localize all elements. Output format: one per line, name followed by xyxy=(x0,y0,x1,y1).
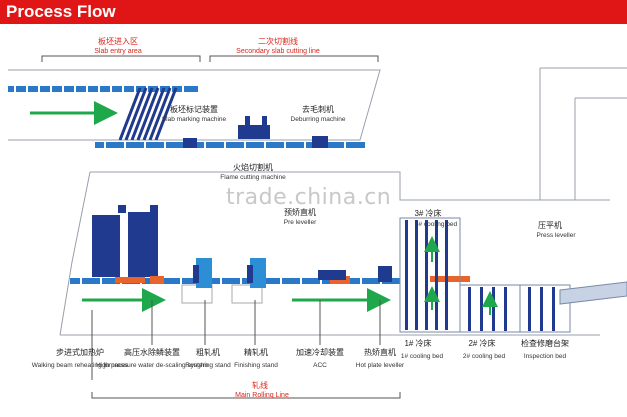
secondary-cutting-zh: 二次切割线 xyxy=(258,36,298,46)
page-title: Process Flow xyxy=(6,2,116,21)
slab-transfer-bars xyxy=(118,87,178,141)
inspection-en: Inspection bed xyxy=(524,353,567,360)
hotleveller-zh: 热矫直机 xyxy=(364,347,396,357)
watermark: trade.china.cn xyxy=(226,185,392,210)
cooling2-zh: 2# 冷床 xyxy=(468,338,495,348)
descaling-zh: 高压水除鳞装置 xyxy=(124,347,180,357)
text-labels: 板坯进入区 Slab entry area 二次切割线 Secondary sl… xyxy=(32,36,577,399)
finishing-zh: 精轧机 xyxy=(244,347,268,357)
secondary-cutting-en: Secondary slab cutting line xyxy=(236,48,320,55)
finishing-en: Finishing stand xyxy=(234,362,278,369)
main-rolling-en: Main Rolling Line xyxy=(235,392,289,399)
flame-en: Flame cutting machine xyxy=(220,174,286,181)
acc-en: ACC xyxy=(313,362,327,369)
furnace-en: Walking beam reheating furnaces xyxy=(32,362,129,369)
roughing-en: Roughing stand xyxy=(185,362,231,369)
cooling1-zh: 1# 冷床 xyxy=(404,338,431,348)
cooling-beds xyxy=(399,217,571,333)
press-en: Press leveller xyxy=(536,232,576,239)
deburring-zh: 去毛刺机 xyxy=(302,104,334,114)
press-zh: 压平机 xyxy=(538,220,562,230)
marking-zh: 板坯标记装置 xyxy=(170,104,218,114)
bottom-dimension-lines xyxy=(91,300,401,399)
preleveller-zh: 预矫直机 xyxy=(284,207,316,217)
furnace-zh: 步进式加热炉 xyxy=(56,347,104,357)
press-leveller-tail xyxy=(559,281,627,305)
inspection-zh: 检查修磨台架 xyxy=(521,338,569,348)
hotleveller-en: Hot plate leveller xyxy=(356,362,405,369)
roughing-zh: 粗轧机 xyxy=(196,347,220,357)
acc-zh: 加速冷却装置 xyxy=(296,347,344,357)
cooling3-en: 3# cooling bed xyxy=(415,221,458,228)
preleveller-en: Pre leveller xyxy=(284,219,317,226)
rolling-stands xyxy=(181,258,392,304)
flame-cutting-machine-shape xyxy=(183,116,328,148)
flame-zh: 火焰切割机 xyxy=(233,162,273,172)
slab-entry-en: Slab entry area xyxy=(94,48,142,55)
deburring-en: Deburring machine xyxy=(291,116,346,123)
walking-beam-furnaces xyxy=(92,205,158,277)
descaling-en: High pressure water de-scaling system xyxy=(96,362,208,369)
cooling-green-arrows xyxy=(424,236,498,315)
cooling2-en: 2# cooling bed xyxy=(463,353,506,360)
header-bar xyxy=(0,0,627,24)
cooling3-zh: 3# 冷床 xyxy=(414,208,441,218)
marking-en: Slab marking machine xyxy=(162,116,227,123)
slab-entry-zh: 板坯进入区 xyxy=(98,36,138,46)
top-dimension-lines xyxy=(41,55,379,62)
cooling1-en: 1# cooling bed xyxy=(401,353,444,360)
main-rolling-zh: 轧线 xyxy=(252,380,268,390)
